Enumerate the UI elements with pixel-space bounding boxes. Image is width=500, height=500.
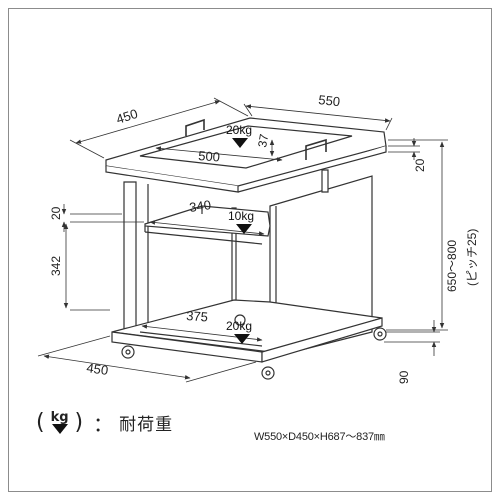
dim-bottom-width: 375 xyxy=(186,308,209,324)
dim-top-width: 550 xyxy=(318,92,341,109)
load-middle-label: 10kg xyxy=(228,209,254,223)
lift-column xyxy=(321,169,329,193)
load-middle-arrow-icon xyxy=(236,224,252,234)
dim-notch: 37 xyxy=(255,133,271,149)
cart-body xyxy=(105,117,387,380)
diagram-frame xyxy=(8,8,492,492)
dim-pitch: (ピッチ25) xyxy=(465,229,479,286)
load-top-label: 20kg xyxy=(226,123,252,137)
dim-shelf-height: 342 xyxy=(49,256,63,276)
dim-base-depth: 450 xyxy=(86,360,110,378)
dim-top-thickness: 20 xyxy=(413,158,427,172)
legend-unit: kg xyxy=(50,409,69,425)
load-legend: ( kg ) ： 耐荷重 xyxy=(36,409,174,437)
dim-shelf-width: 340 xyxy=(188,197,212,215)
dim-top-depth: 450 xyxy=(114,106,139,127)
weight-icon: kg xyxy=(50,409,69,434)
dim-height-range: 650～800 xyxy=(445,240,459,292)
load-top-arrow-icon xyxy=(232,138,248,148)
weight-arrow-icon xyxy=(51,423,68,434)
load-bottom-label: 20kg xyxy=(226,319,252,333)
load-markers: 20kg 10kg 20kg xyxy=(226,123,254,344)
dim-shelf-thickness: 20 xyxy=(49,206,63,220)
legend-label: 耐荷重 xyxy=(119,415,174,435)
dim-caster-height: 90 xyxy=(397,370,411,384)
handle-right xyxy=(305,138,327,160)
dimension-lines xyxy=(37,97,448,383)
legend-colon: ： xyxy=(93,412,114,436)
dimension-labels: 450 550 500 37 20 650～800 (ピッチ25) 20 342… xyxy=(49,92,479,384)
dim-inner-width: 500 xyxy=(198,148,221,164)
post-front-left xyxy=(123,181,137,335)
size-spec: W550×D450×H687～837㎜ xyxy=(254,431,385,443)
load-bottom-arrow-icon xyxy=(234,334,250,344)
